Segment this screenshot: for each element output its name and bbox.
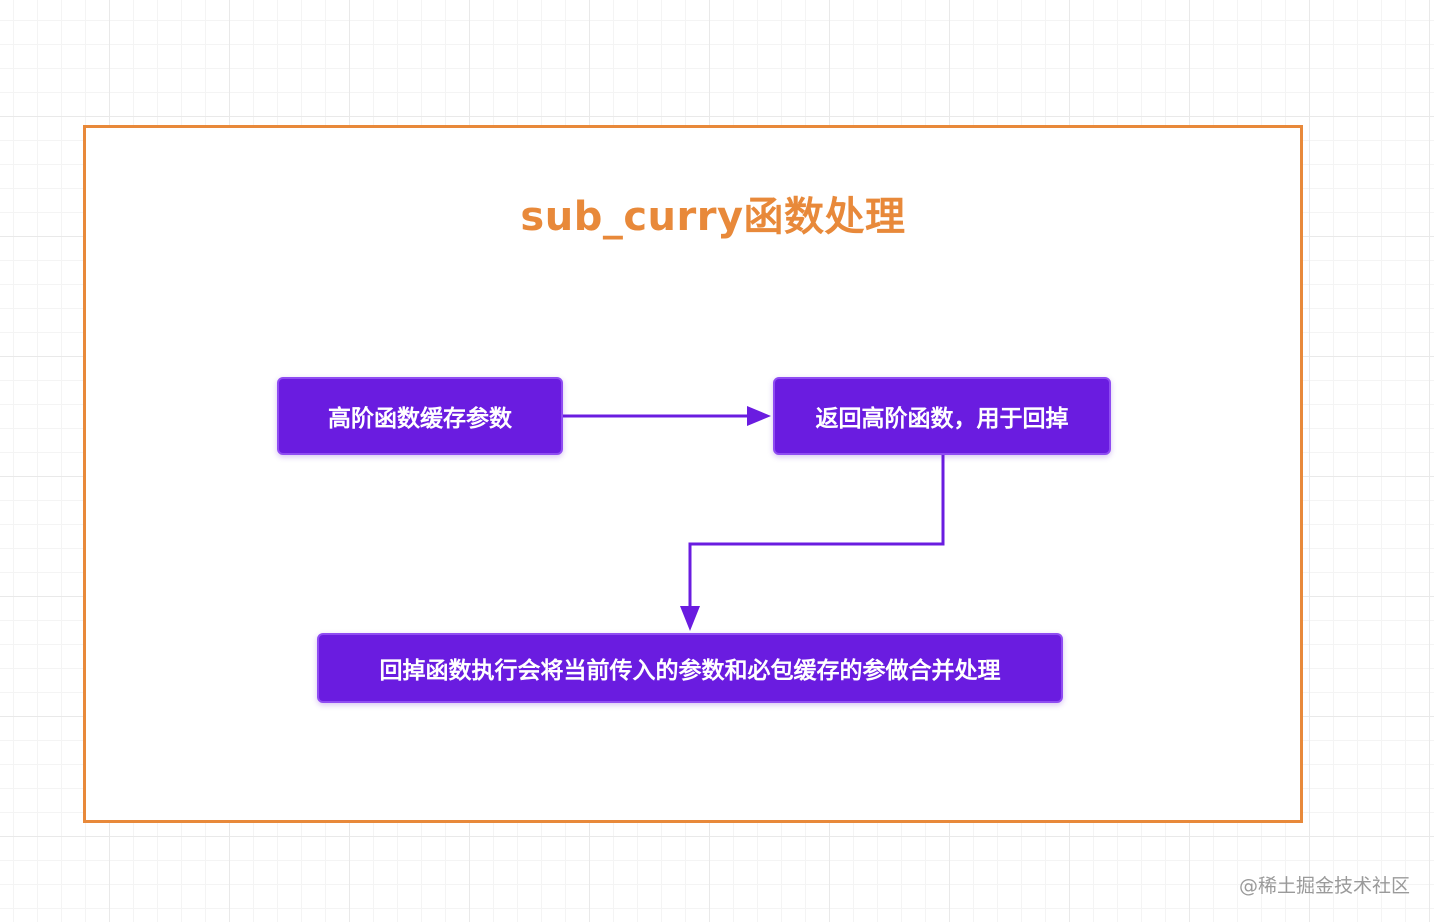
node-label: 高阶函数缓存参数 <box>328 406 512 432</box>
diagram-title: sub_curry函数处理 <box>520 194 906 240</box>
node-return-function: 返回高阶函数，用于回掉 <box>773 377 1111 455</box>
node-label: 返回高阶函数，用于回掉 <box>815 406 1069 432</box>
node-label: 回掉函数执行会将当前传入的参数和必包缓存的参做合并处理 <box>379 658 1001 684</box>
node-callback-merge: 回掉函数执行会将当前传入的参数和必包缓存的参做合并处理 <box>317 633 1063 703</box>
watermark: @稀土掘金技术社区 <box>1238 875 1410 897</box>
node-cache-params: 高阶函数缓存参数 <box>277 377 563 455</box>
